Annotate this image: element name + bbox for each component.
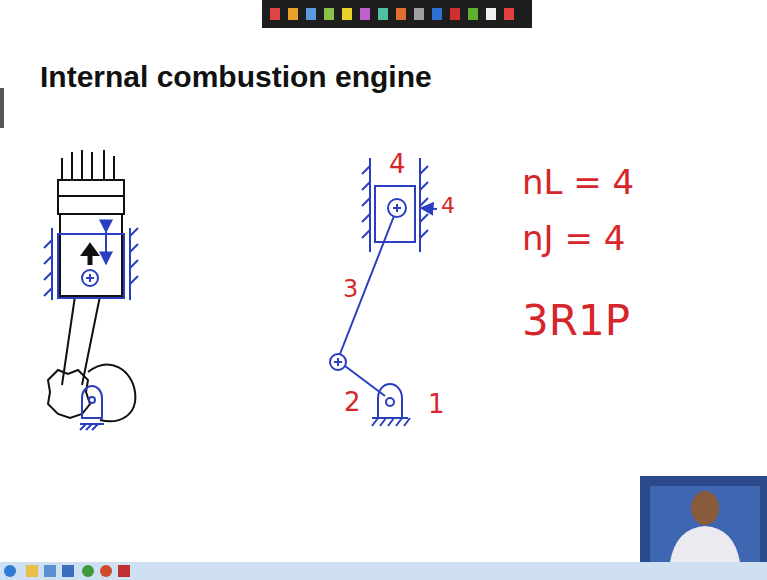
engine-sketch-part <box>88 365 135 422</box>
toolbar-part <box>504 8 514 20</box>
toolbar-part <box>342 8 352 20</box>
slide-edge <box>0 88 4 128</box>
engine-sketch-part <box>62 150 114 180</box>
link-number: 1 <box>428 390 445 419</box>
taskbar-part <box>4 565 16 577</box>
count-formula: nJ = 4 <box>522 220 625 257</box>
engine-markup-part <box>82 386 102 418</box>
engine-markup-part <box>105 232 107 264</box>
webcam-inset-part <box>640 476 767 562</box>
taskbar-part <box>82 565 94 577</box>
mechanism-part <box>421 208 437 209</box>
mechanism-part <box>334 358 342 366</box>
engine-markup-part <box>86 274 94 282</box>
taskbar-part <box>62 565 74 577</box>
engine-sketch-part <box>82 244 98 255</box>
link-number: 3 <box>343 276 358 302</box>
taskbar-part <box>100 565 112 577</box>
webcam-inset-part <box>650 486 760 562</box>
mechanism-part <box>340 216 394 354</box>
mechanism-part <box>386 398 394 406</box>
toolbar-part <box>288 8 298 20</box>
count-formula: nL = 4 <box>522 164 634 201</box>
slide-title: Internal combustion engine <box>40 60 432 93</box>
toolbar-part <box>396 8 406 20</box>
webcam-inset-part <box>670 526 740 562</box>
webcam-inset-part <box>691 491 719 525</box>
toolbar-part <box>486 8 496 20</box>
taskbar-part <box>118 565 130 577</box>
engine-markup-part <box>52 228 130 300</box>
mechanism-part <box>372 418 410 426</box>
toolbar-part <box>324 8 334 20</box>
joint-summary: 3R1P <box>522 298 630 344</box>
mechanism-part <box>378 384 402 418</box>
link-number: 4 <box>389 150 406 179</box>
engine-markup-part <box>89 397 95 403</box>
taskbar-part <box>44 565 56 577</box>
engine-sketch <box>48 150 135 421</box>
toolbar-part <box>468 8 478 20</box>
mechanism-part <box>393 204 401 212</box>
link-number: 2 <box>344 388 361 417</box>
engine-markup-part <box>80 424 104 430</box>
engine-sketch-part <box>58 195 124 197</box>
toolbar-part <box>450 8 460 20</box>
toolbar-part <box>432 8 442 20</box>
link-number: 4 <box>441 194 455 218</box>
engine-sketch-part <box>60 214 122 234</box>
taskbar-part <box>0 562 767 580</box>
taskbar <box>0 562 767 580</box>
toolbar-part <box>378 8 388 20</box>
engine-markup <box>44 228 138 430</box>
mechanism-part <box>330 354 346 370</box>
mechanism <box>330 158 437 426</box>
mechanism-part <box>388 199 406 217</box>
toolbar-part <box>360 8 370 20</box>
toolbar-part <box>262 0 532 28</box>
mechanism-part <box>375 186 415 242</box>
taskbar-part <box>26 565 38 577</box>
toolbar-part <box>306 8 316 20</box>
webcam-inset <box>640 476 767 562</box>
toolbar-part <box>414 8 424 20</box>
toolbar-part <box>270 8 280 20</box>
mechanism-part <box>362 166 370 238</box>
engine-markup-part <box>58 234 124 298</box>
engine-sketch-part <box>60 295 122 297</box>
toolbar <box>262 0 532 28</box>
engine-sketch-part <box>60 234 122 296</box>
engine-sketch-part <box>58 180 124 214</box>
engine-markup-part <box>82 270 98 286</box>
engine-sketch-part <box>48 370 90 418</box>
mechanism-part <box>420 166 428 238</box>
